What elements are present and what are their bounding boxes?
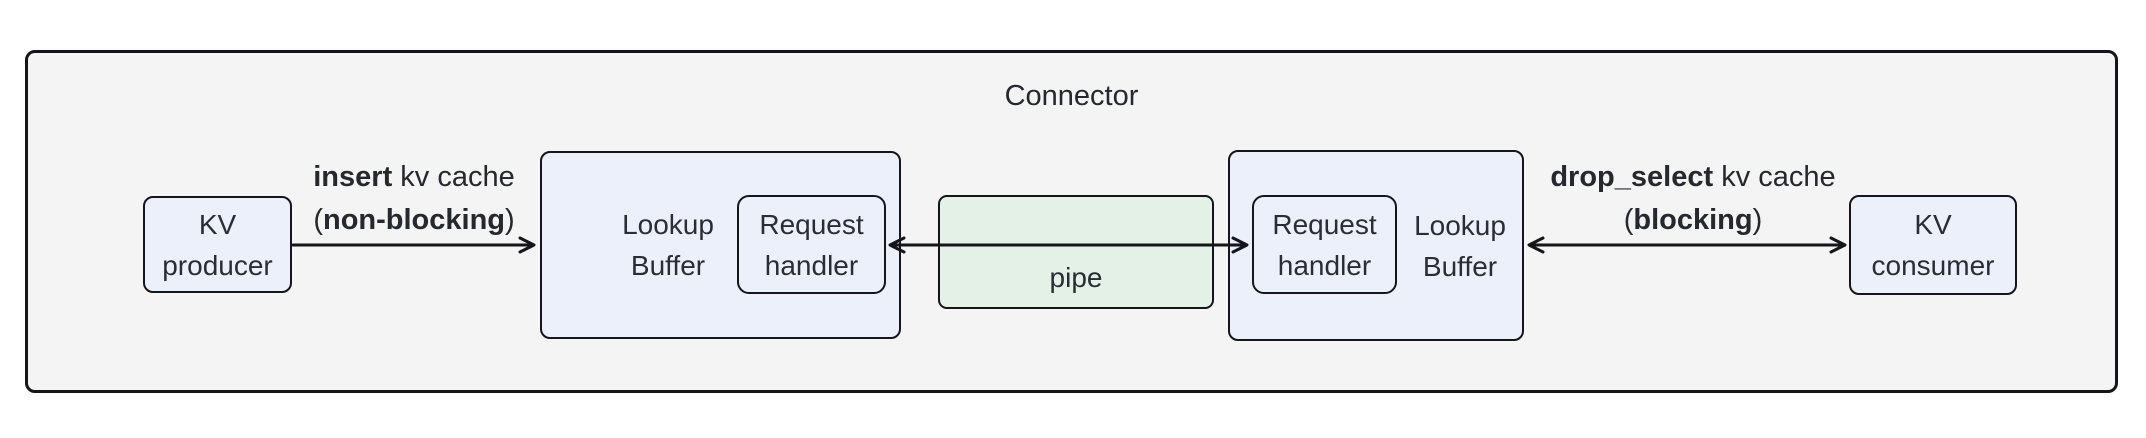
kv-producer-label: KV producer xyxy=(162,208,273,281)
request-handler-right-node: Request handler xyxy=(1252,195,1397,294)
kv-consumer-node: KV consumer xyxy=(1849,195,2017,295)
kv-consumer-label: KV consumer xyxy=(1871,209,1995,281)
pipe-label: pipe xyxy=(1049,262,1103,293)
request-handler-left-node: Request handler xyxy=(737,195,886,294)
request-handler-left-label: Request handler xyxy=(759,208,864,281)
pipe-node: pipe xyxy=(938,195,1214,309)
connector-title: Connector xyxy=(1004,80,1139,112)
insert-arrow-label: insert kv cache (non-blocking) xyxy=(313,161,515,236)
kv-producer-node: KV producer xyxy=(143,196,292,293)
drop-select-arrow-label: drop_select kv cache (blocking) xyxy=(1550,161,1836,236)
request-handler-right-label: Request handler xyxy=(1272,208,1377,281)
